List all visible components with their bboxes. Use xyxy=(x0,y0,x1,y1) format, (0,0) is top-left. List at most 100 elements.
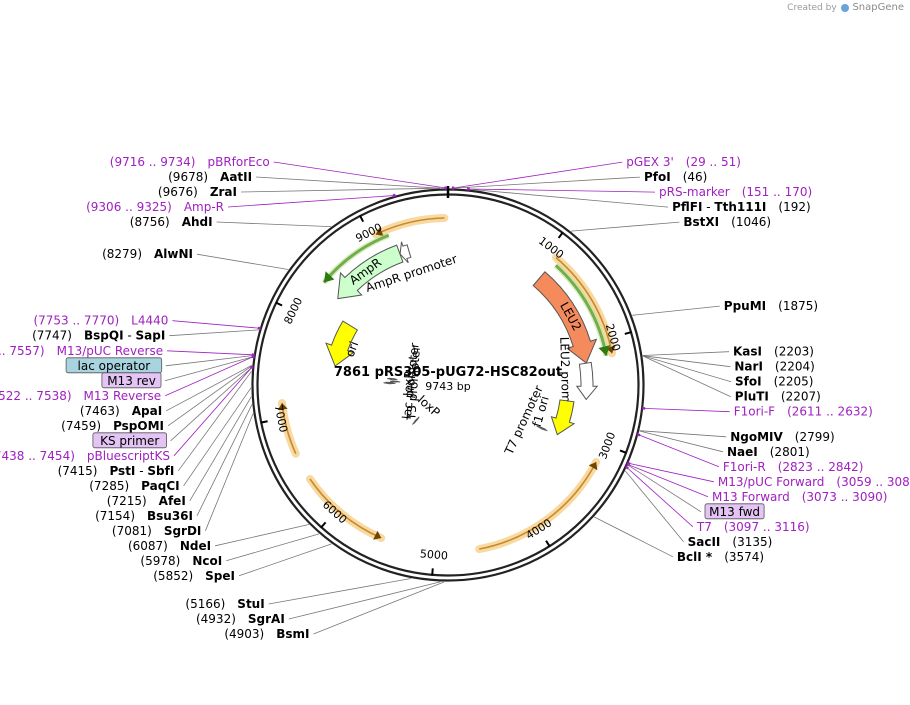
separator: - xyxy=(124,329,136,343)
orf-layer xyxy=(277,214,616,554)
separator: - xyxy=(135,464,147,478)
enzyme-position: (7154) xyxy=(95,509,135,523)
enzyme-position: (8756) xyxy=(130,215,170,229)
leader-line xyxy=(472,189,669,208)
enzyme-name: AatII xyxy=(220,170,252,184)
site-label-bspqi: (7747) BspQI - SapI xyxy=(32,329,259,343)
site-label-ngomiv: NgoMIV (2799) xyxy=(639,430,835,444)
primer-range: (2823 .. 2842) xyxy=(778,460,864,474)
site-label-apai: (7463) ApaI xyxy=(80,364,253,418)
feature-arrow xyxy=(389,380,401,383)
primer-name: L4440 xyxy=(131,314,168,328)
enzyme-name: PspOMI xyxy=(113,419,164,433)
site-label-text: (7438 .. 7454) pBluescriptKS xyxy=(0,449,170,463)
leader-line xyxy=(169,329,259,337)
enzyme-name: PluTI xyxy=(735,390,769,404)
enzyme-position: (5852) xyxy=(153,569,193,583)
site-label-text: M13 rev xyxy=(107,374,156,388)
leader-line xyxy=(273,161,446,189)
feature-arrow xyxy=(399,241,412,264)
leader-line xyxy=(453,161,623,189)
primer-site-mark xyxy=(624,465,629,470)
enzyme-name: SgrAI xyxy=(248,612,285,626)
leader-line xyxy=(643,408,730,413)
boxed-label-text: M13 fwd xyxy=(709,505,760,519)
enzyme-name: NgoMIV xyxy=(730,430,783,444)
site-label-text: lac operator xyxy=(78,359,151,373)
spacer xyxy=(766,460,778,474)
primer-range: (3073 .. 3090) xyxy=(802,490,888,504)
enzyme-position: (9678) xyxy=(168,170,208,184)
feature-arrow xyxy=(575,361,599,401)
spacer xyxy=(674,155,686,169)
spacer xyxy=(172,200,184,214)
spacer xyxy=(45,344,57,358)
leader-line xyxy=(639,430,724,453)
site-label-text: KasI (2203) xyxy=(733,345,814,359)
site-label-aatii: (9678) AatII xyxy=(168,170,440,189)
orf-line xyxy=(555,256,613,354)
leader-line xyxy=(628,462,714,483)
site-label-l4440: (7753 .. 7770) L4440 xyxy=(33,314,262,330)
leader-line xyxy=(177,371,252,472)
feature-arrow xyxy=(387,377,398,381)
leader-line xyxy=(238,543,332,577)
site-label-text: PluTI (2207) xyxy=(735,390,821,404)
spacer xyxy=(766,299,778,313)
primer-range: (7535 .. 7557) xyxy=(0,344,45,358)
leader-line xyxy=(215,524,309,547)
site-label-text: M13 fwd xyxy=(709,505,760,519)
primer-name: Amp-R xyxy=(184,200,224,214)
feature-ori: ori xyxy=(325,320,361,367)
site-label-text: (7753 .. 7770) L4440 xyxy=(33,314,168,328)
enzyme-name: SgrDI xyxy=(164,524,202,538)
enzyme-name: ApaI xyxy=(132,404,162,418)
leader-line xyxy=(639,430,727,438)
spacer xyxy=(152,524,164,538)
site-label-ndei: (6087) NdeI xyxy=(128,524,309,553)
site-label-pluti: PluTI (2207) xyxy=(642,355,821,404)
leader-line xyxy=(570,221,680,232)
spacer xyxy=(671,170,683,184)
primer-name: pGEX 3' xyxy=(626,155,673,169)
site-label-ahdi: (8756) AhdI xyxy=(130,215,331,229)
spacer xyxy=(170,215,182,229)
leader-line xyxy=(642,351,730,356)
site-label-lac-operator: lac operator xyxy=(65,355,254,374)
enzyme-position: (2801) xyxy=(770,445,810,459)
primer-range: (7438 .. 7454) xyxy=(0,449,75,463)
spacer xyxy=(208,170,220,184)
leader-line xyxy=(196,404,253,516)
boxed-label-text: KS primer xyxy=(100,434,159,448)
primer-name: M13 Forward xyxy=(712,490,790,504)
primer-name: F1ori-F xyxy=(734,405,775,419)
feature-loxp: loxP xyxy=(383,371,416,396)
site-label-text: (7415) PstI - SbfI xyxy=(58,464,175,478)
enzyme-name: PpuMI xyxy=(724,299,766,313)
site-label-pfoi: PfoI (46) xyxy=(453,170,707,189)
orf-line xyxy=(309,478,382,539)
leader-line xyxy=(240,187,440,193)
enzyme-position: (8279) xyxy=(102,247,142,261)
tick-mark-6000 xyxy=(320,521,327,529)
site-label-kasi: KasI (2203) xyxy=(642,345,814,359)
enzyme-name: BsmI xyxy=(276,627,309,641)
enzyme-name: SfoI xyxy=(735,375,762,389)
leader-line xyxy=(453,176,641,189)
primer-range: (3097 .. 3116) xyxy=(724,520,810,534)
direction-arrowhead xyxy=(598,345,611,356)
tick-mark-9000 xyxy=(359,215,365,223)
enzyme-name-2: SapI xyxy=(136,329,166,343)
snapgene-logo-icon xyxy=(840,3,849,12)
leader-line xyxy=(164,356,254,382)
spacer xyxy=(72,389,84,403)
enzyme-name: BstXI xyxy=(683,215,719,229)
site-label-text: (7459) PspOMI xyxy=(61,419,164,433)
snapgene-credit: Created by SnapGene xyxy=(787,2,904,13)
spacer xyxy=(762,345,774,359)
enzyme-position: (192) xyxy=(778,200,810,214)
site-label-text: PfoI (46) xyxy=(644,170,707,184)
enzyme-position: (2207) xyxy=(781,390,821,404)
site-label-sfoi: SfoI (2205) xyxy=(642,355,813,389)
site-label-sgrai: (4932) SgrAI xyxy=(196,581,441,626)
